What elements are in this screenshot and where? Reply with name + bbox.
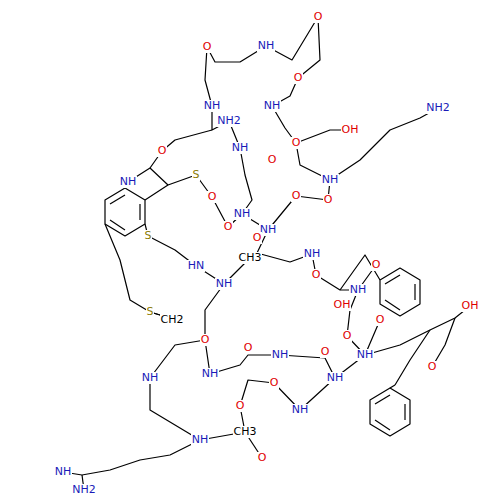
atom-label: NH — [233, 208, 252, 220]
atom-label: S — [144, 230, 153, 242]
atom-label: O — [207, 191, 218, 203]
atom-label: NH — [201, 368, 220, 380]
atom-label: O — [375, 314, 386, 326]
atom-label: NH — [326, 372, 345, 384]
atom-label: O — [200, 334, 211, 346]
atom-label: OH — [341, 124, 360, 136]
atom-label: O — [311, 269, 322, 281]
atom-label: NH — [349, 284, 368, 296]
atom-label: NH — [271, 349, 290, 361]
atom-label: O — [427, 361, 438, 373]
atom-label: CH3 — [238, 252, 263, 264]
atom-label: NH — [141, 372, 160, 384]
atom-label: O — [291, 137, 302, 149]
atom-label: NH2 — [71, 484, 97, 496]
atom-label: NH — [215, 278, 234, 290]
atom-label: NH — [54, 466, 73, 478]
atom-label: NH — [356, 349, 375, 361]
atom-label: NH — [303, 248, 322, 260]
atom-label: HN — [187, 260, 206, 272]
atom-label: O — [252, 232, 263, 244]
atom-label: O — [293, 72, 304, 84]
atom-label: OH — [461, 300, 480, 312]
atom-label: O — [320, 346, 331, 358]
atom-label: CH3 — [233, 426, 258, 438]
atom-label: O — [202, 41, 213, 53]
atom-label: O — [243, 342, 254, 354]
atom-label: NH — [119, 176, 138, 188]
atom-label: O — [223, 221, 234, 233]
atom-label: O — [313, 11, 324, 23]
atom-label: NH — [191, 434, 210, 446]
atom-label: OH — [333, 299, 352, 311]
atom-label: O — [257, 452, 268, 464]
atom-label: NH2 — [216, 115, 242, 127]
atom-label: NH — [203, 100, 222, 112]
atom-label: O — [371, 259, 382, 271]
atom-label: O — [342, 330, 353, 342]
atom-label: O — [157, 145, 168, 157]
atom-label: NH2 — [425, 102, 451, 114]
atom-label: NH — [257, 40, 276, 52]
atom-label: O — [235, 400, 246, 412]
atom-label: NH — [321, 174, 340, 186]
atom-label: NH — [263, 100, 282, 112]
atom-label: O — [323, 194, 334, 206]
atom-label: CH2 — [160, 314, 185, 326]
atom-label: NH — [231, 142, 250, 154]
atom-label: NH — [291, 404, 310, 416]
atom-label: O — [269, 377, 280, 389]
atom-label: O — [267, 154, 278, 166]
atom-label: S — [146, 306, 155, 318]
atom-label: O — [291, 190, 302, 202]
atom-label: S — [192, 169, 201, 181]
